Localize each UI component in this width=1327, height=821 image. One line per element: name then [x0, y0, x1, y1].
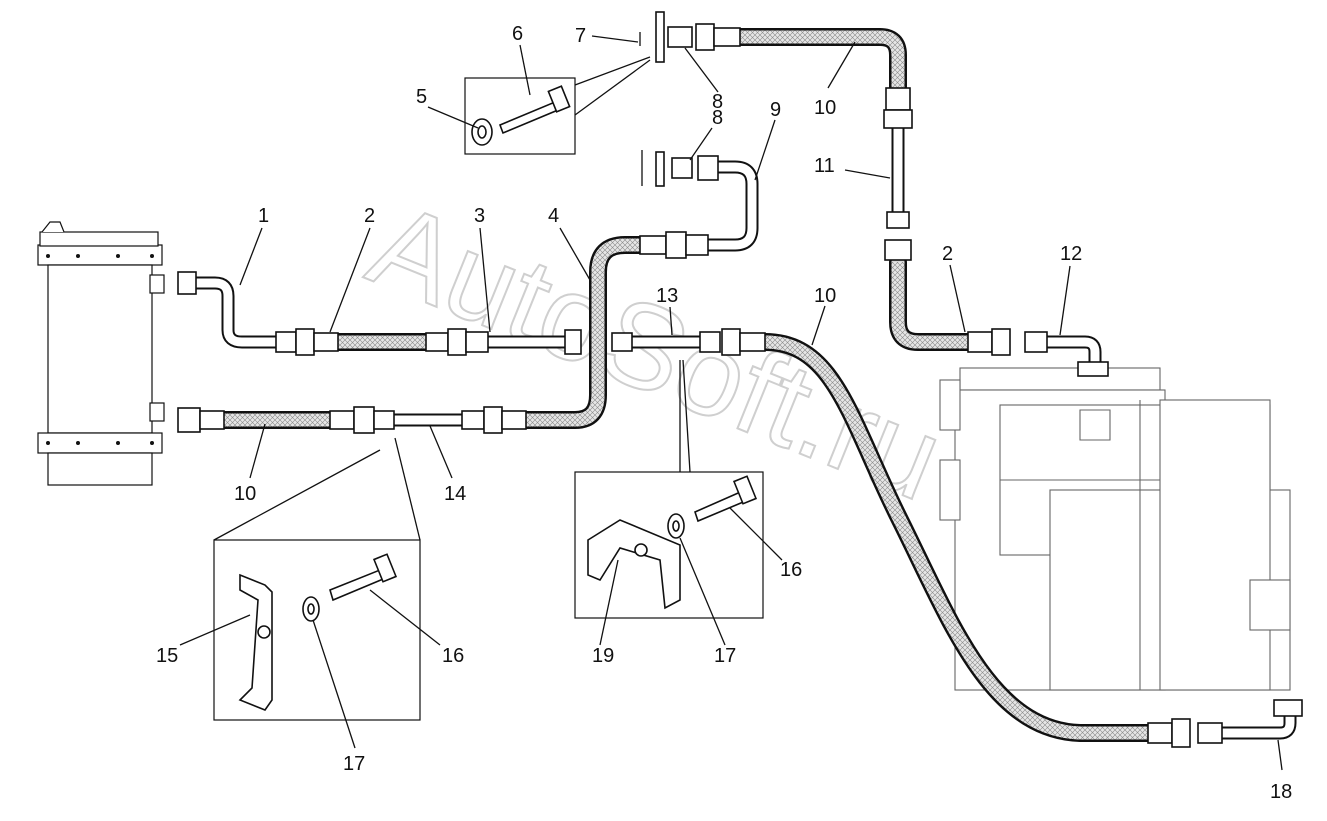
- callout-labels: 1 2 3 4 5 6 7 8 8 9 10 11 2 12 13 10 10 …: [156, 23, 1292, 803]
- pipe-18: [1222, 715, 1297, 740]
- pipe-12: [1045, 335, 1102, 362]
- callout-19: 19: [592, 645, 614, 667]
- callout-9: 9: [770, 99, 781, 121]
- callout-8-mid: 8: [712, 107, 723, 129]
- callout-17-left: 17: [343, 753, 365, 775]
- callout-1: 1: [258, 205, 269, 227]
- callout-13: 13: [656, 285, 678, 307]
- callout-2-right: 2: [942, 243, 953, 265]
- detail-bracket-15: [213, 437, 421, 721]
- callout-8-top: 8: [712, 91, 723, 113]
- callout-3: 3: [474, 205, 485, 227]
- callout-14: 14: [444, 483, 466, 505]
- hose-10-top: [731, 28, 907, 97]
- hose-2-right: [889, 253, 977, 351]
- pipe-9: [705, 160, 759, 252]
- filter-unit: [37, 221, 165, 486]
- callout-7: 7: [575, 25, 586, 47]
- callout-16-left: 16: [442, 645, 464, 667]
- detail-bracket-19: [574, 359, 764, 619]
- hose-4: [511, 236, 654, 429]
- detail-bolt-6: [464, 56, 651, 155]
- callout-4: 4: [548, 205, 559, 227]
- callout-10-top: 10: [814, 97, 836, 119]
- callout-16-right: 16: [780, 559, 802, 581]
- callout-15: 15: [156, 645, 178, 667]
- hose-10-long: [756, 333, 1157, 742]
- pipe-1: [195, 276, 276, 349]
- callout-2-left: 2: [364, 205, 375, 227]
- callout-11: 11: [814, 155, 835, 177]
- callout-6: 6: [512, 23, 523, 45]
- callout-12: 12: [1060, 243, 1082, 265]
- callout-18: 18: [1270, 781, 1292, 803]
- leader-lines: [179, 35, 1283, 771]
- fittings: [177, 11, 1303, 748]
- callout-10-right: 10: [814, 285, 836, 307]
- engine-unit: [939, 367, 1291, 691]
- callout-17-right: 17: [714, 645, 736, 667]
- callout-5: 5: [416, 86, 427, 108]
- callout-10-left: 10: [234, 483, 256, 505]
